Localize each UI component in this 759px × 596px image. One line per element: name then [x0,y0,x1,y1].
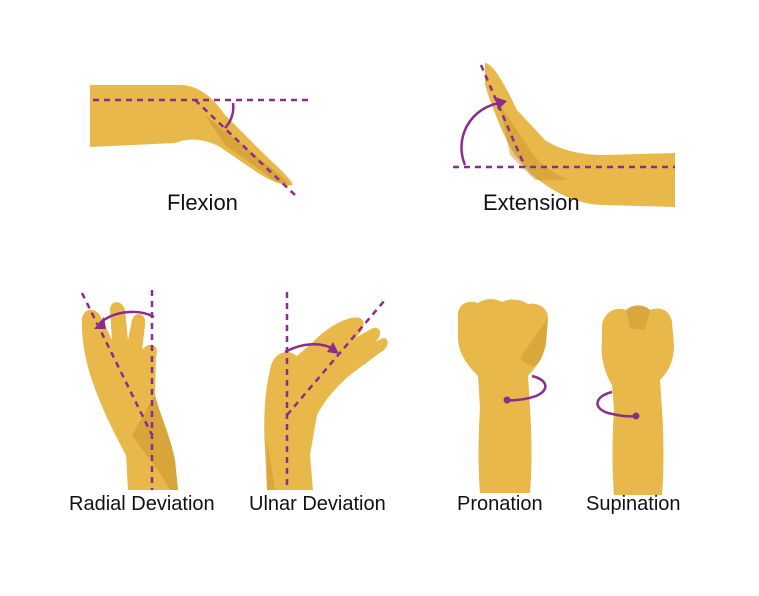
supination-label: Supination [586,493,681,515]
supination-arc-end-dot [632,412,640,420]
ulnar-hand-shadow [267,440,275,490]
pronation-label: Pronation [457,493,543,515]
radial-arrow-head [94,317,106,329]
supination-fist-shadow [626,305,650,330]
radial-hand-shadow [132,395,178,490]
ulnar-deviation-label: Ulnar Deviation [249,493,386,515]
extension-hand-axis-line [479,64,527,168]
flexion-angle-arc [224,102,235,129]
flexion-hand-axis-line [194,99,296,196]
pronation-fist [458,299,548,493]
supination-illustration [596,305,674,495]
flexion-label: Flexion [167,190,238,215]
pronation-illustration [458,299,548,493]
extension-angle-arc [460,101,501,166]
extension-arrow-head [495,97,507,110]
ulnar-arrow-head [327,342,339,354]
flexion-forearm [90,85,293,186]
radial-deviation-label: Radial Deviation [69,493,215,515]
flexion-figure [85,55,315,200]
extension-illustration [453,63,675,207]
pronation-figure [450,298,560,493]
radial-deviation-axis-line [80,292,154,436]
ulnar-deviation-axis-line [286,299,386,416]
extension-palm-shadow [500,105,570,180]
pronation-rotation-arc [504,374,547,402]
radial-angle-arc [99,310,155,324]
flexion-hand-shadow [205,115,290,185]
radial-deviation-illustration [80,290,178,490]
supination-fist [601,305,674,495]
radial-deviation-figure [70,285,200,490]
extension-figure [445,55,680,215]
extension-label: Extension [483,190,580,215]
supination-rotation-arc [596,390,637,418]
pronation-fist-shadow [520,318,548,366]
ulnar-hand [264,317,388,490]
pronation-arc-end-dot [503,396,511,404]
ulnar-deviation-illustration [264,292,388,490]
ulnar-deviation-figure [255,290,395,490]
flexion-illustration [90,85,310,196]
supination-figure [590,300,690,495]
